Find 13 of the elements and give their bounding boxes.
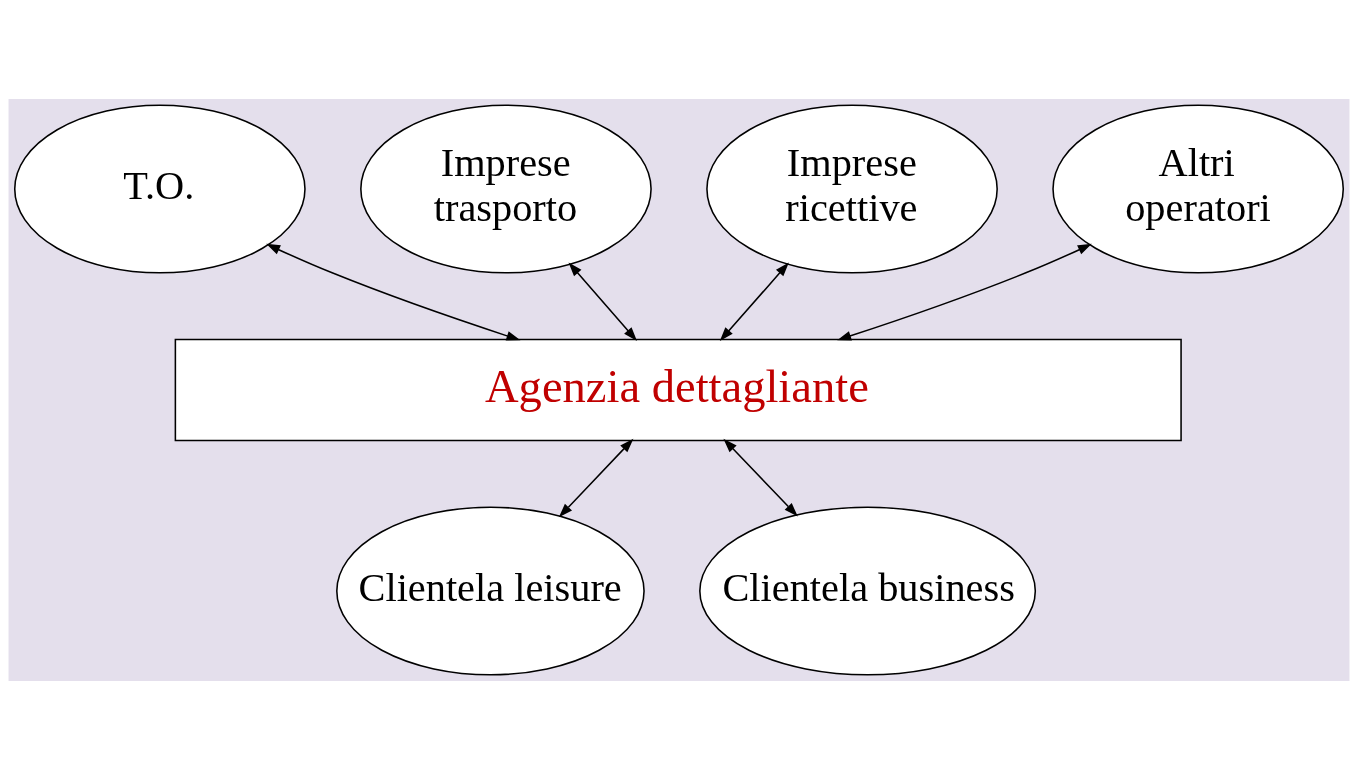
arrow [558, 438, 634, 518]
node-ellipse: Clientela leisure [336, 506, 645, 676]
arrow [266, 243, 521, 341]
node-ellipse: Imprese trasporto [360, 104, 652, 274]
node-ellipse: T.O. [13, 104, 306, 274]
node-ellipse: Altri operatori [1052, 104, 1345, 274]
arrow [568, 262, 637, 342]
arrow [719, 262, 789, 342]
arrow [837, 243, 1092, 341]
node-ellipse: Imprese ricettive [706, 104, 998, 274]
arrow [723, 438, 798, 517]
node-box: Agenzia dettagliante [174, 338, 1182, 442]
node-ellipse: Clientela business [699, 506, 1037, 676]
